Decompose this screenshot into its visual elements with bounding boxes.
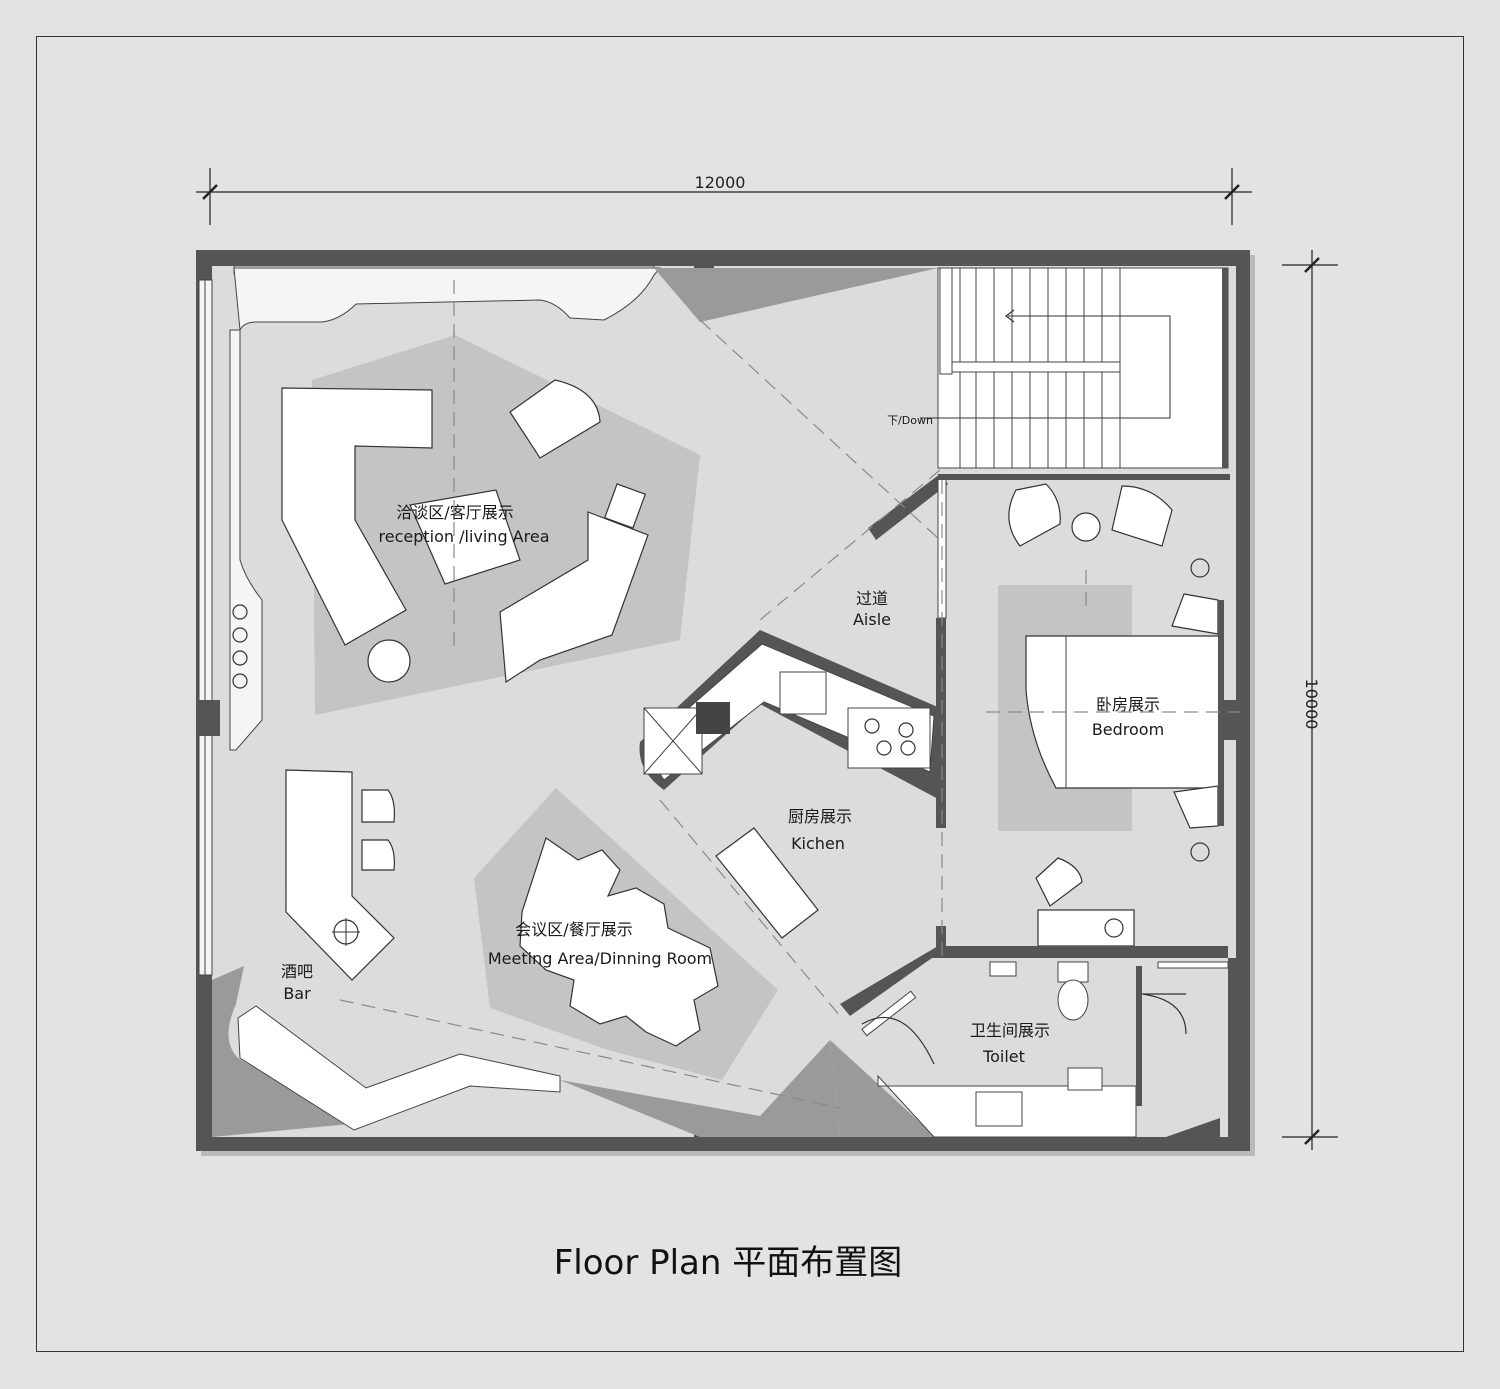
bedroom-label-en: Bedroom — [1092, 720, 1164, 739]
staircase[interactable] — [920, 267, 1229, 469]
bedroom-wall-lower — [936, 926, 946, 954]
bottom-display-shelf — [237, 1005, 561, 1131]
bottom-left-wedge — [212, 966, 350, 1137]
aisle-partition — [868, 474, 948, 540]
toilet-label-en: Toilet — [982, 1047, 1025, 1066]
toilet-wedge — [830, 1040, 936, 1137]
bedroom-top-wall — [938, 474, 1230, 480]
bedroom-wall-middle — [936, 618, 946, 828]
bar-stool-2 — [361, 839, 395, 871]
vanity — [1037, 909, 1135, 947]
stove — [847, 707, 931, 769]
kitchen-label-cn: 厨房展示 — [788, 807, 852, 826]
bedroom-armchair-right — [1111, 485, 1173, 547]
toilet-room — [840, 946, 1236, 1138]
drawing-frame — [36, 36, 1464, 1352]
reception-label-cn: 洽谈区/客厅展示 — [396, 503, 513, 522]
kitchen-label-en: Kichen — [791, 834, 845, 853]
dimension-width-label: 12000 — [695, 173, 746, 192]
sofa-right — [499, 511, 649, 684]
bar-furniture — [285, 769, 395, 981]
toilet-label-cn: 卫生间展示 — [970, 1021, 1050, 1040]
bar-counter — [285, 769, 395, 981]
bar-label-cn: 酒吧 — [281, 962, 313, 981]
axis-lines — [339, 280, 1240, 1109]
bedroom-side-table — [1071, 512, 1101, 542]
meeting-table — [519, 837, 719, 1047]
top-display-shelf — [233, 267, 662, 332]
bar-stool-1 — [361, 789, 395, 823]
dimension-horizontal: 12000 — [196, 168, 1252, 225]
bedroom-chair-small — [1035, 857, 1083, 907]
display-circles — [232, 604, 248, 689]
reception-furniture — [281, 379, 649, 684]
coffee-table — [409, 489, 521, 585]
left-window — [196, 279, 220, 976]
dimension-vertical: 10000 — [1282, 250, 1338, 1150]
meeting-label-en: Meeting Area/Dinning Room — [488, 949, 712, 968]
kitchen-appliance — [696, 702, 730, 734]
bedroom-label-cn: 卧房展示 — [1096, 695, 1160, 714]
l-sofa — [281, 387, 433, 646]
bar-label-en: Bar — [283, 984, 311, 1003]
left-display-shelf — [229, 329, 263, 751]
stairs-down-label: 下/Down — [887, 414, 933, 427]
kitchen-sink — [779, 671, 827, 715]
side-table — [603, 483, 647, 529]
bedroom-armchair-left — [1008, 483, 1061, 547]
kitchen-counter — [639, 630, 940, 939]
bottom-wedge — [560, 1040, 840, 1137]
aisle-label-en: Aisle — [853, 610, 891, 629]
kitchen-island — [715, 827, 819, 939]
meeting-label-cn: 会议区/餐厅展示 — [515, 920, 632, 939]
aisle-label-cn: 过道 — [856, 589, 888, 608]
dimension-height-label: 10000 — [1302, 679, 1321, 730]
round-stool — [367, 639, 411, 683]
reception-label-en: reception /living Area — [379, 527, 550, 546]
top-wedge — [654, 268, 938, 322]
page-title: Floor Plan 平面布置图 — [554, 1243, 903, 1283]
column-right — [1224, 700, 1250, 740]
armchair-top — [509, 379, 601, 459]
